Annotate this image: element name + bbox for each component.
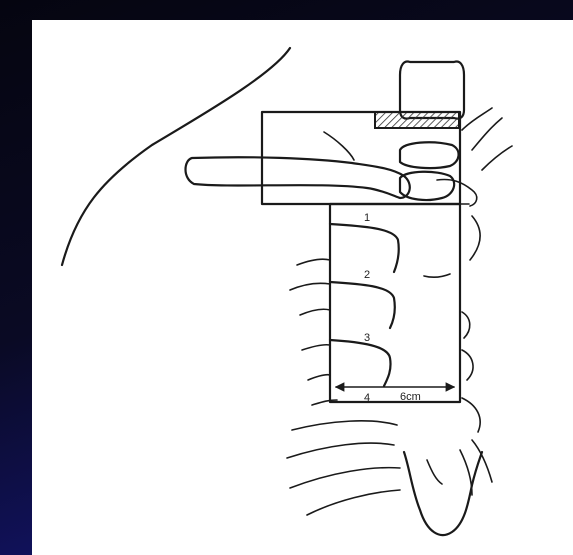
neck-line-2 <box>472 118 502 150</box>
rib-label-2: 2 <box>364 269 370 281</box>
outer-rib-1 <box>297 259 330 265</box>
right-rib-1 <box>470 216 480 260</box>
neck-line-1 <box>462 108 492 130</box>
left-rib-2 <box>330 282 395 328</box>
right-rib-4 <box>462 398 480 432</box>
right-rib-2 <box>462 312 470 338</box>
outer-rib-2 <box>290 283 330 290</box>
lower-rib-1 <box>292 421 397 430</box>
diagram-panel: 1 2 3 4 6cm <box>32 20 573 555</box>
rib-label-4: 4 <box>364 392 370 404</box>
clavicle <box>186 157 410 198</box>
outer-rib-3 <box>300 309 330 315</box>
neck-line-3 <box>482 146 512 170</box>
xiphoid-detail <box>427 460 442 484</box>
lower-rib-4 <box>307 490 400 515</box>
lower-rib-2 <box>287 443 394 458</box>
left-rib-3 <box>330 340 391 386</box>
interior-mark <box>424 274 450 277</box>
xiphoid-process <box>404 452 482 535</box>
outer-rib-4 <box>302 345 330 350</box>
vertebra-segment-2 <box>400 172 454 200</box>
vertebra-segment-1 <box>400 142 459 168</box>
left-rib-1 <box>330 224 399 272</box>
hatched-block <box>375 112 459 128</box>
cervical-vertebra <box>400 62 464 119</box>
chest-field-diagram: 1 2 3 4 6cm <box>32 20 573 555</box>
width-label: 6cm <box>400 391 421 403</box>
right-rib-6 <box>460 450 472 495</box>
right-rib-3 <box>462 350 473 380</box>
rib-label-1: 1 <box>364 212 370 224</box>
right-clavicle-end <box>437 179 477 206</box>
outer-rib-5 <box>308 375 330 380</box>
rib-label-3: 3 <box>364 332 370 344</box>
lower-rib-3 <box>290 468 400 488</box>
upper-left-rib-line <box>324 132 354 160</box>
